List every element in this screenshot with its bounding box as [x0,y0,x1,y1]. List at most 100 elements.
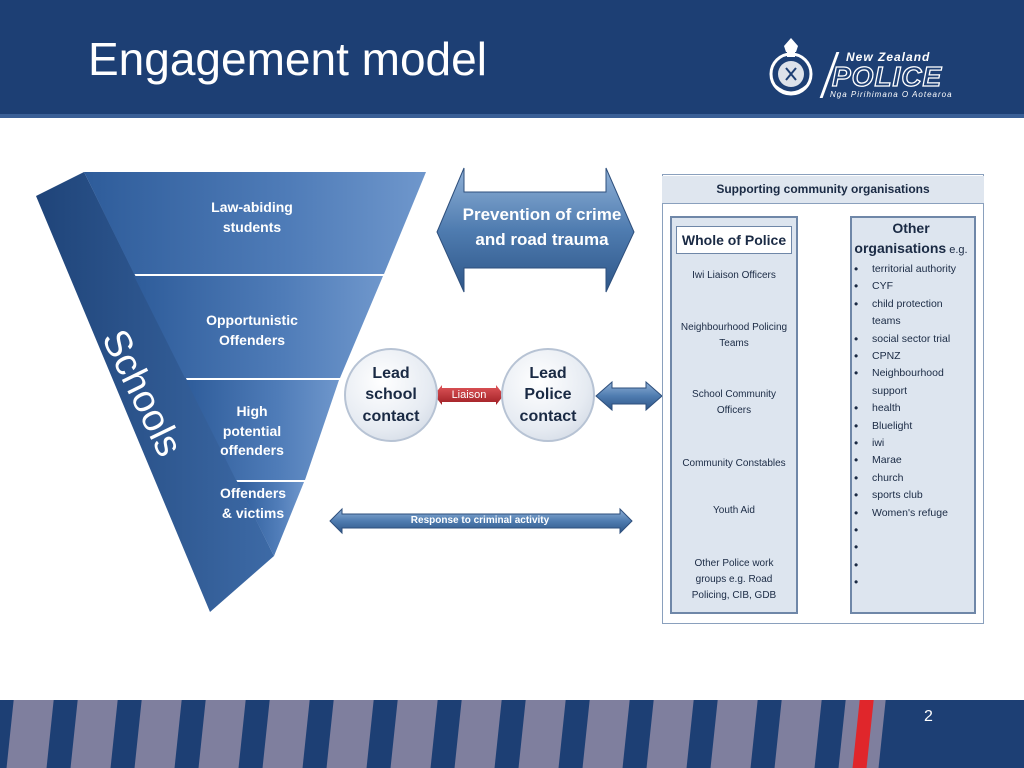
other-org-item: church [852,470,974,488]
police-contact-line-3: contact [519,407,577,425]
footer-stripe [261,700,311,768]
whole-of-police-box [670,216,798,614]
prevention-line-1: Prevention of crime [462,205,622,224]
other-org-item: CYF [852,278,974,296]
footer-stripe [581,700,631,768]
logo-main-text: POLICE [831,60,943,92]
level-4-line-1: Offenders [219,485,287,501]
level-3-line-2: potential [222,422,282,439]
footer-stripe [645,700,695,768]
footer-stripe [69,700,119,768]
response-arrow [329,507,633,535]
wop-item-iwi-liaison: Iwi Liaison Officers [672,268,796,284]
footer-stripe [197,700,247,768]
slide-header: Engagement model New Zealand POLICE Nga … [0,0,1024,118]
other-org-item: child protection [852,296,974,314]
wop-item-2-line-2: Teams [719,338,749,349]
logo-top-text: New Zealand [846,50,931,64]
police-crest-icon [769,38,813,96]
wop-item-4-line-1: Community Constables [682,458,786,469]
other-org-item: social sector trial [852,331,974,349]
footer-stripe [709,700,759,768]
level-offenders-victims: Offenders & victims [208,484,298,523]
wop-item-5-line-1: Youth Aid [713,505,755,516]
other-organisations-list: territorial authorityCYFchild protection… [852,261,974,592]
other-org-item [852,557,974,575]
wop-item-3-line-2: Officers [716,405,752,416]
other-org-item: territorial authority [852,261,974,279]
level-3-line-3: offenders [220,442,284,459]
footer-stripe [517,700,567,768]
level-4-line-2: & victims [221,504,285,521]
police-contact-line-1: Lead [529,364,567,382]
police-to-support-arrow [595,380,663,412]
other-org-item: health [852,400,974,418]
level-2-line-1: Opportunistic [206,312,298,328]
level-1-line-2: students [222,218,282,235]
police-contact-line-2: Police [524,386,572,404]
wop-item-3-line-1: School Community [692,389,776,400]
prevention-text: Prevention of crime and road trauma [444,203,640,252]
wop-item-school-community: School Community Officers [672,387,796,419]
lead-police-contact: Lead Police contact [501,348,595,442]
footer-stripe [389,700,439,768]
wop-item-6-line-3: Policing, CIB, GDB [691,590,777,601]
other-org-item: Marae [852,452,974,470]
wop-item-6-line-1: Other Police work [694,558,774,569]
other-org-item [852,574,974,592]
wop-item-community-constables: Community Constables [672,456,796,472]
wop-item-6-line-2: groups e.g. Road [695,574,773,585]
other-org-item: iwi [852,435,974,453]
triangle-level-4 [237,482,304,556]
liaison-arrow [434,385,504,405]
page-number: 2 [924,708,933,725]
level-high-potential: High potential offenders [202,402,302,461]
slide-title: Engagement model [88,33,487,85]
response-label: Response to criminal activity [410,515,550,526]
wop-item-other-police: Other Police work groups e.g. Road Polic… [672,556,796,604]
triangle-level-1 [84,172,426,274]
nz-police-logo: New Zealand POLICE Nga Pirihimana O Aote… [762,30,982,108]
other-org-item [852,539,974,557]
other-org-item: CPNZ [852,348,974,366]
supporting-organisations-title: Supporting community organisations [662,176,984,204]
wop-item-2-line-1: Neighbourhood Policing [680,322,788,333]
wop-item-neighbourhood: Neighbourhood Policing Teams [672,320,796,352]
whole-of-police-title: Whole of Police [676,226,792,254]
level-2-line-2: Offenders [218,331,286,348]
level-3-line-1: High [236,403,268,419]
prevention-line-2: and road trauma [475,229,609,249]
footer-stripe [453,700,503,768]
wop-item-youth-aid: Youth Aid [672,503,796,519]
other-org-item: Bluelight [852,418,974,436]
prevention-arrow [436,167,635,293]
footer-stripe [5,700,55,768]
wop-item-1-line-1: Iwi Liaison Officers [692,270,776,281]
other-org-item: support [872,384,908,397]
school-contact-line-3: contact [362,407,420,425]
other-organisations-title: Other organisations e.g. [852,219,970,258]
school-contact-line-1: Lead [372,364,410,382]
other-org-item: Neighbourhood [852,365,974,383]
school-contact-line-2: school [365,386,417,404]
level-law-abiding: Law-abiding students [182,198,322,237]
footer-stripes [0,700,1024,768]
other-org-item: teams [872,315,901,328]
other-title-suffix: e.g. [946,243,968,256]
other-org-item [852,522,974,540]
level-opportunistic: Opportunistic Offenders [182,311,322,350]
triangle-side-face [36,172,274,612]
lead-school-contact: Lead school contact [344,348,438,442]
logo-sub-text: Nga Pirihimana O Aotearoa [830,90,953,99]
other-org-item: sports club [852,487,974,505]
footer-stripe [325,700,375,768]
liaison-label: Liaison [451,389,487,401]
other-org-item: Women's refuge [852,505,974,523]
triangle-level-2 [134,276,383,378]
other-title-line-1: Other [892,220,930,236]
triangle-level-3 [186,380,339,480]
footer-stripe [133,700,183,768]
other-title-line-2: organisations [854,239,947,256]
level-1-line-1: Law-abiding [211,199,293,215]
